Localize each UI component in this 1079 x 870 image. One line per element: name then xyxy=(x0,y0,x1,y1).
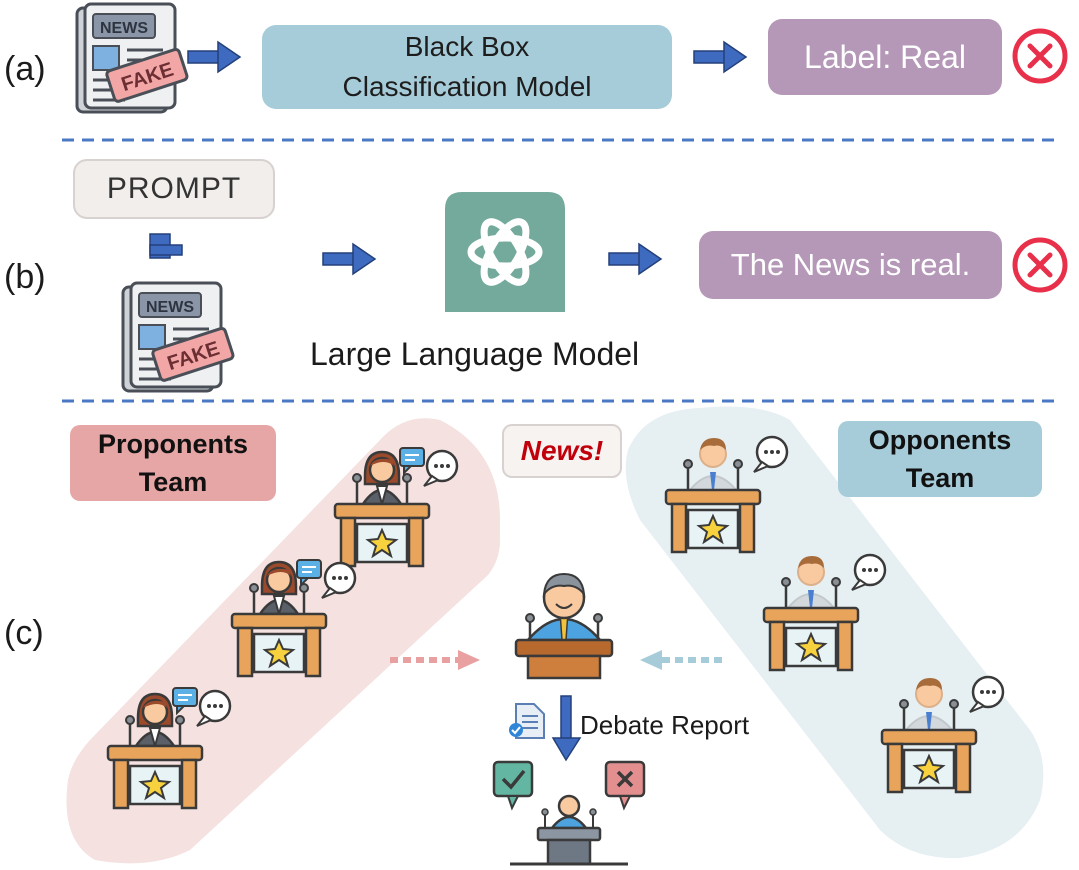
proponent-arrow xyxy=(390,650,480,670)
check-bubble-icon xyxy=(492,760,534,811)
newspaper-fake-icon xyxy=(121,281,236,393)
arrow-icon xyxy=(693,41,747,73)
row-label-c: (c) xyxy=(4,614,44,652)
proponents-team-label: Proponents Team xyxy=(70,425,276,501)
classifier-line-1: Black Box xyxy=(404,31,530,62)
opponents-line-1: Opponents xyxy=(868,425,1012,455)
prompt-box: PROMPT xyxy=(73,159,275,219)
judge-podium-icon xyxy=(514,572,614,680)
arrow-icon xyxy=(322,243,376,275)
audience-podium-icon xyxy=(510,794,628,866)
proponents-line-2: Team xyxy=(138,467,208,497)
openai-logo-icon xyxy=(445,192,565,312)
arrow-icon xyxy=(187,41,241,73)
newspaper-fake-icon xyxy=(75,2,190,114)
classifier-line-2: Classification Model xyxy=(342,71,592,102)
opponents-team-label: Opponents Team xyxy=(838,421,1042,497)
document-icon xyxy=(509,703,545,739)
opponent-arrow xyxy=(640,650,722,670)
proponents-line-1: Proponents xyxy=(97,429,248,459)
row-label-a: (a) xyxy=(4,50,46,88)
arrow-icon xyxy=(608,243,662,275)
x-circle-icon xyxy=(1015,240,1065,290)
llm-caption: Large Language Model xyxy=(310,336,640,372)
label-output-box: Label: Real xyxy=(768,19,1002,95)
plus-icon xyxy=(149,233,183,259)
opponents-line-2: Team xyxy=(905,463,975,493)
report-arrow xyxy=(551,695,582,762)
x-circle-icon xyxy=(1015,31,1065,81)
classifier-box: Black Box Classification Model xyxy=(262,25,672,109)
row-label-b: (b) xyxy=(4,258,46,296)
llm-output-box: The News is real. xyxy=(699,231,1002,299)
x-bubble-icon xyxy=(604,760,646,811)
debate-report-label: Debate Report xyxy=(580,710,750,740)
news-tag: News! xyxy=(502,424,622,478)
